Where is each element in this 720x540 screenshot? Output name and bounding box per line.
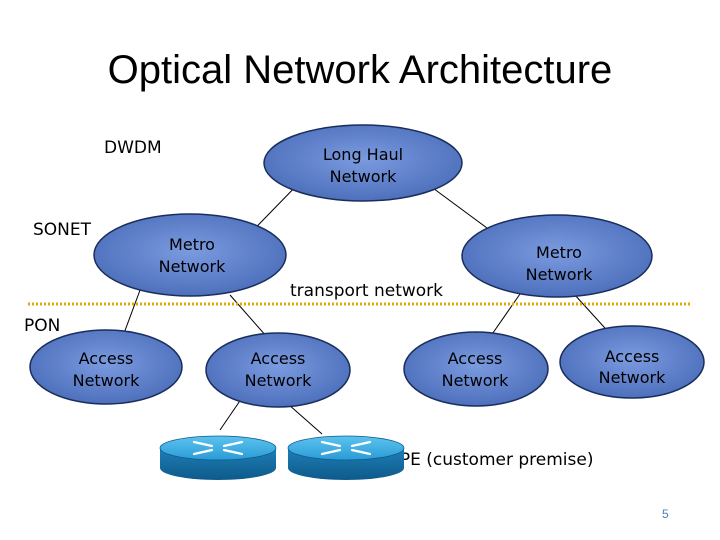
node-access-4: Access Network (559, 325, 705, 399)
node-access-3: Access Network (403, 331, 549, 407)
node-access-4-line1: Access (605, 347, 660, 366)
node-access-2: Access Network (205, 332, 351, 408)
transport-network-label: transport network (290, 281, 443, 301)
node-metro-left-line1: Metro (169, 235, 215, 254)
page-title: Optical Network Architecture (107, 48, 613, 92)
node-access-3-line2: Network (442, 371, 510, 390)
cpe-label: CPE (customer premise) (388, 450, 594, 470)
node-access-1-line1: Access (79, 349, 134, 368)
node-long-haul: Long Haul Network (263, 124, 463, 202)
node-access-1-line2: Network (73, 371, 141, 390)
dwdm-label: DWDM (104, 138, 162, 158)
node-long-haul-line2: Network (330, 167, 398, 186)
page-number: 5 (662, 507, 669, 521)
node-metro-right-line2: Network (526, 265, 594, 284)
node-metro-left: Metro Network (93, 213, 287, 297)
node-access-4-line2: Network (599, 368, 667, 387)
node-access-2-line1: Access (251, 349, 306, 368)
sonet-label: SONET (33, 220, 92, 240)
router-icon (159, 435, 277, 480)
node-metro-left-line2: Network (159, 257, 227, 276)
node-access-2-line2: Network (245, 371, 313, 390)
node-access-1: Access Network (29, 329, 183, 405)
node-access-3-line1: Access (448, 349, 503, 368)
pon-label: PON (24, 316, 61, 336)
router-icon (287, 435, 405, 480)
node-long-haul-line1: Long Haul (323, 145, 403, 164)
node-metro-right-line1: Metro (536, 243, 582, 262)
node-metro-right: Metro Network (461, 214, 653, 298)
